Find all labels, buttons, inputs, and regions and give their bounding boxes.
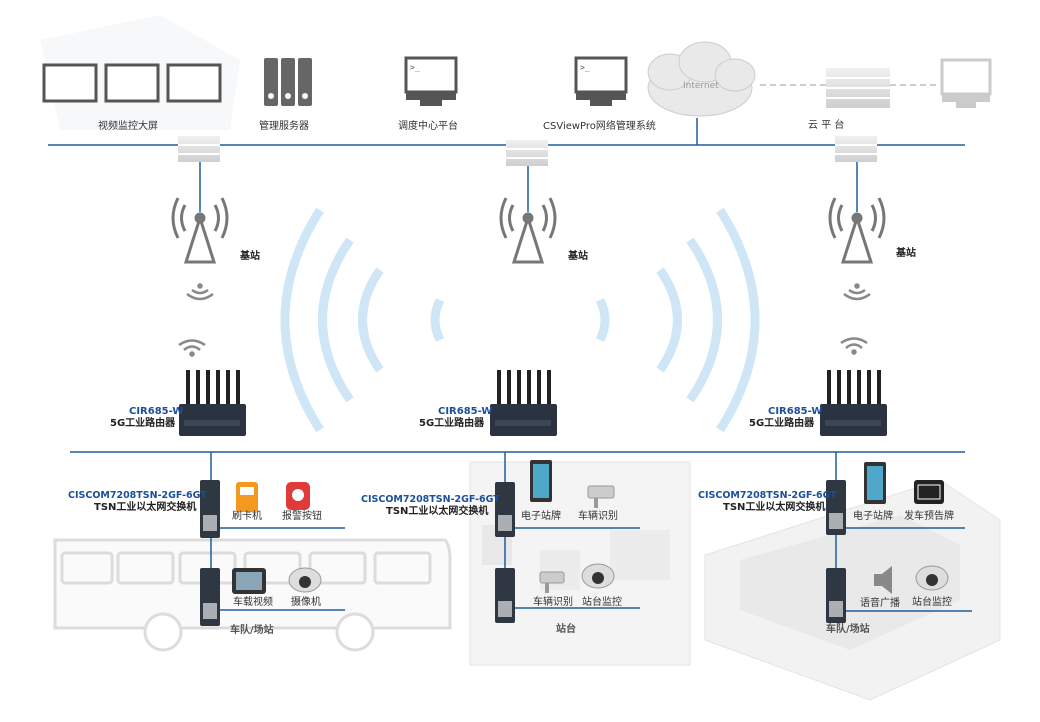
router-model-label-1: CIR685-W bbox=[129, 406, 184, 417]
switch-name-label-1: TSN工业以太网交换机 bbox=[94, 502, 197, 513]
departure-board-icon bbox=[914, 480, 944, 504]
wifi-up-icon-3 bbox=[840, 337, 868, 355]
station-monitor-label-1: 站台监控 bbox=[582, 597, 622, 608]
camera-icon-2 bbox=[581, 563, 615, 589]
router-name-label-2: 5G工业路由器 bbox=[419, 418, 485, 429]
switch-icon-4 bbox=[495, 568, 515, 623]
e-sign-icon-1 bbox=[530, 460, 552, 502]
card-reader-icon bbox=[236, 482, 258, 512]
platform-illustration bbox=[469, 461, 691, 666]
tower-icon-1 bbox=[171, 197, 229, 264]
station-monitor-label-2: 站台监控 bbox=[912, 597, 952, 608]
depot-label-1: 车队/场站 bbox=[230, 625, 274, 636]
nms-label: CSViewPro网络管理系统 bbox=[543, 121, 656, 132]
wireless-waves bbox=[280, 207, 760, 433]
internet-cloud-icon bbox=[647, 41, 756, 117]
depot-label-2: 车队/场站 bbox=[826, 624, 870, 635]
e-sign-label-1: 电子站牌 bbox=[521, 511, 561, 522]
switch-model-label-3: CISCOM7208TSN-2GF-6GT bbox=[698, 490, 837, 501]
switch-icon-2 bbox=[200, 568, 220, 626]
vehicle-recog-camera-icon-2 bbox=[539, 571, 565, 593]
dispatch-platform-label: 调度中心平台 bbox=[398, 121, 458, 132]
firewall-icon-2 bbox=[506, 140, 548, 166]
alarm-button-icon bbox=[286, 482, 310, 510]
platform-label: 站台 bbox=[556, 624, 576, 635]
vehicle-recog-label-2: 车辆识别 bbox=[533, 597, 573, 608]
base-station-label-3: 基站 bbox=[896, 248, 916, 259]
router-name-label-3: 5G工业路由器 bbox=[749, 418, 815, 429]
e-sign-label-2: 电子站牌 bbox=[853, 511, 893, 522]
server-icon bbox=[264, 58, 312, 106]
alarm-button-label: 报警按钮 bbox=[282, 511, 322, 522]
wifi-up-icon-1 bbox=[178, 339, 206, 357]
switch-name-label-2: TSN工业以太网交换机 bbox=[386, 506, 489, 517]
dispatch-monitor-icon: >_ bbox=[404, 56, 458, 106]
e-sign-icon-2 bbox=[864, 462, 886, 504]
switch-name-label-3: TSN工业以太网交换机 bbox=[723, 502, 826, 513]
tower-icon-3 bbox=[828, 197, 886, 264]
city-block-illustration bbox=[704, 479, 1001, 701]
vehicle-video-icon bbox=[232, 568, 266, 594]
router-model-label-3: CIR685-W bbox=[768, 406, 823, 417]
video-wall-label: 视频监控大屏 bbox=[98, 121, 158, 132]
speaker-icon bbox=[874, 566, 892, 594]
card-reader-label: 刷卡机 bbox=[232, 511, 262, 522]
router-icon-2 bbox=[490, 370, 557, 436]
router-icon-3 bbox=[820, 370, 887, 436]
switch-icon-6 bbox=[826, 568, 846, 623]
wifi-down-icon-1 bbox=[186, 283, 214, 301]
vehicle-video-label: 车载视频 bbox=[233, 597, 273, 608]
vehicle-recog-camera-icon-1 bbox=[587, 485, 615, 508]
tower-icon-2 bbox=[499, 197, 557, 264]
router-icon-1 bbox=[179, 370, 246, 436]
cloud-monitor-icon bbox=[940, 58, 992, 108]
firewall-icon-1 bbox=[178, 136, 220, 162]
switch-model-label-2: CISCOM7208TSN-2GF-6GT bbox=[361, 494, 500, 505]
internet-label: Internet bbox=[683, 81, 719, 91]
camera-label: 摄像机 bbox=[291, 597, 321, 608]
firewall-icon-3 bbox=[835, 136, 877, 162]
base-station-label-2: 基站 bbox=[568, 251, 588, 262]
camera-icon-1 bbox=[288, 567, 322, 593]
nms-monitor-icon: >_ bbox=[574, 56, 628, 106]
camera-icon-3 bbox=[915, 565, 949, 591]
departure-board-label: 发车预告牌 bbox=[904, 511, 954, 522]
router-model-label-2: CIR685-W bbox=[438, 406, 493, 417]
svg-text:>_: >_ bbox=[410, 63, 420, 72]
switch-icon-5 bbox=[826, 480, 846, 535]
video-wall-icon bbox=[42, 63, 222, 103]
cloud-platform-label: 云 平 台 bbox=[808, 120, 845, 131]
vehicle-recog-label-1: 车辆识别 bbox=[578, 511, 618, 522]
switch-icon-1 bbox=[200, 480, 220, 538]
switch-icon-3 bbox=[495, 482, 515, 537]
voice-broadcast-label: 语音广播 bbox=[860, 598, 900, 609]
mgmt-server-label: 管理服务器 bbox=[259, 121, 309, 132]
svg-text:>_: >_ bbox=[580, 63, 590, 72]
base-station-label-1: 基站 bbox=[240, 251, 260, 262]
cloud-firewall-icon bbox=[826, 68, 890, 108]
switch-model-label-1: CISCOM7208TSN-2GF-6GT bbox=[68, 490, 207, 501]
wifi-down-icon-3 bbox=[843, 283, 871, 301]
router-name-label-1: 5G工业路由器 bbox=[110, 418, 176, 429]
